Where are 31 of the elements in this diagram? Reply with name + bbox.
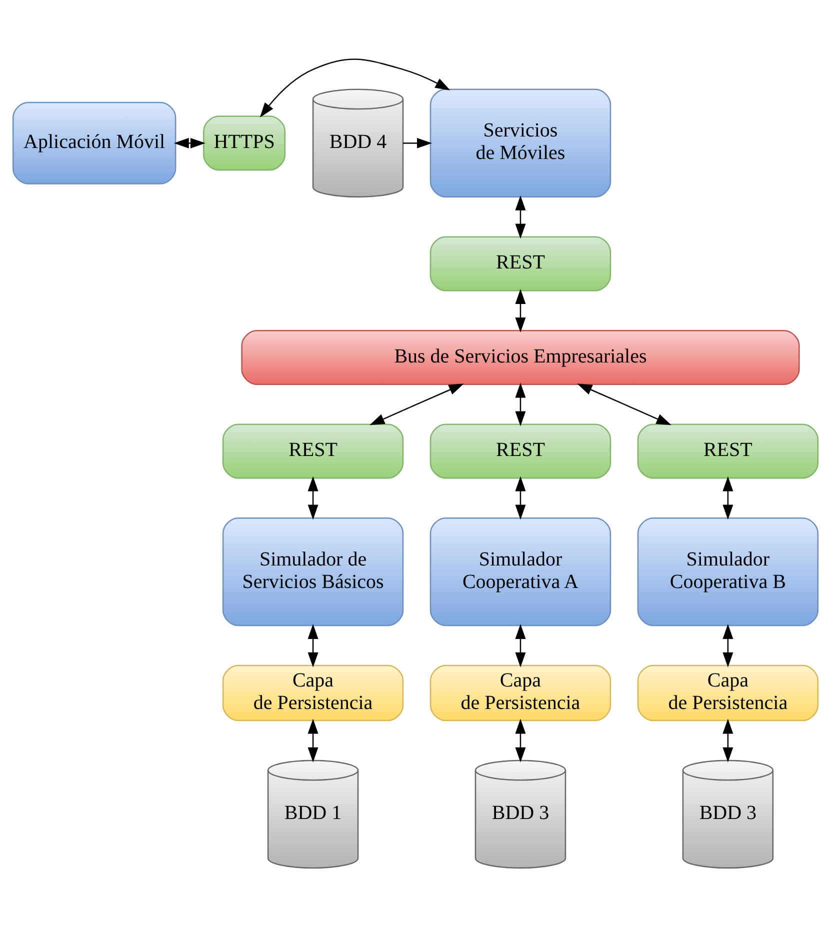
node-box: Capa de Persistencia	[430, 664, 612, 722]
node-box: Simulador Cooperativa B	[637, 517, 819, 626]
arrow	[515, 476, 526, 520]
arrow	[515, 718, 526, 762]
arrow	[515, 624, 526, 668]
node-box: Capa de Persistencia	[637, 664, 819, 722]
node-box: Aplicación Móvil	[12, 102, 176, 184]
arrow	[308, 624, 318, 668]
arrow	[722, 476, 734, 520]
arrow	[577, 384, 672, 426]
node-box: HTTPS	[203, 116, 286, 171]
arrow	[260, 58, 450, 118]
arrow	[403, 138, 432, 148]
arrow	[722, 718, 734, 762]
node-box: Bus de Servicios Empresariales	[241, 330, 800, 385]
node-box: REST	[637, 424, 819, 479]
arrow	[515, 195, 526, 239]
node-box: Simulador de Servicios Básicos	[222, 517, 404, 626]
arrow	[370, 384, 464, 426]
node-box: Servicios de Móviles	[430, 88, 612, 198]
node-box: Simulador Cooperativa A	[430, 517, 612, 626]
arrow	[722, 624, 734, 668]
arrow	[515, 382, 526, 426]
arrow	[515, 289, 526, 332]
arrow	[308, 476, 318, 520]
node-box: Capa de Persistencia	[222, 664, 404, 722]
node-box: REST	[430, 424, 612, 479]
arrow	[308, 718, 318, 762]
arrow	[174, 138, 206, 148]
node-box: REST	[430, 236, 612, 292]
node-box: REST	[222, 424, 404, 479]
